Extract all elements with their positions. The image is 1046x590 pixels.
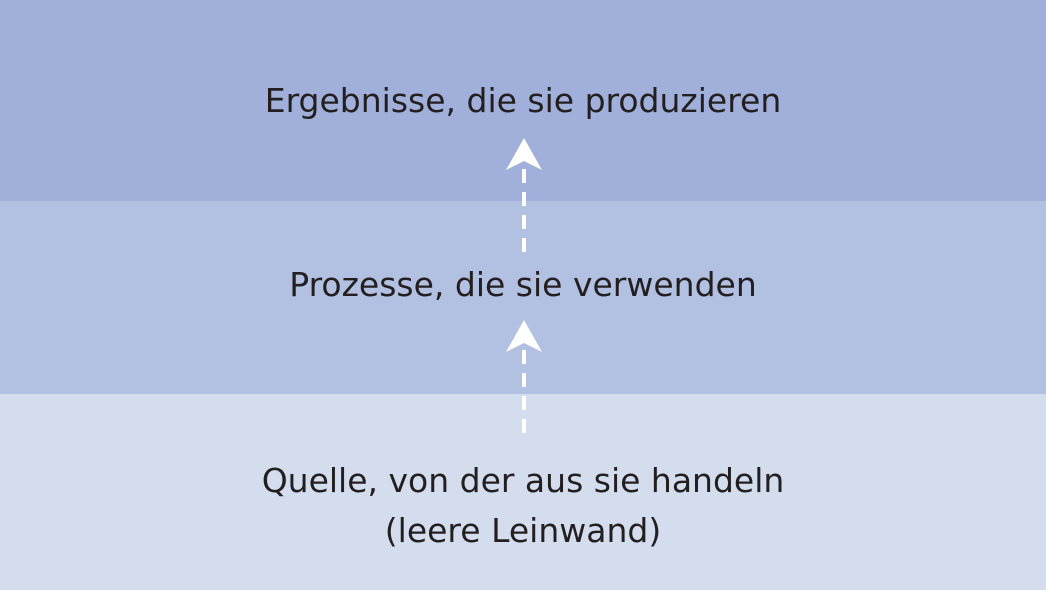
processes-label: Prozesse, die sie verwenden [289, 265, 757, 304]
source-label-line1: Quelle, von der aus sie handeln [261, 461, 785, 500]
source-label-line2: (leere Leinwand) [384, 511, 662, 550]
source-label: Quelle, von der aus sie handeln (leere L… [0, 456, 1046, 556]
results-label: Ergebnisse, die sie produzieren [264, 81, 782, 120]
